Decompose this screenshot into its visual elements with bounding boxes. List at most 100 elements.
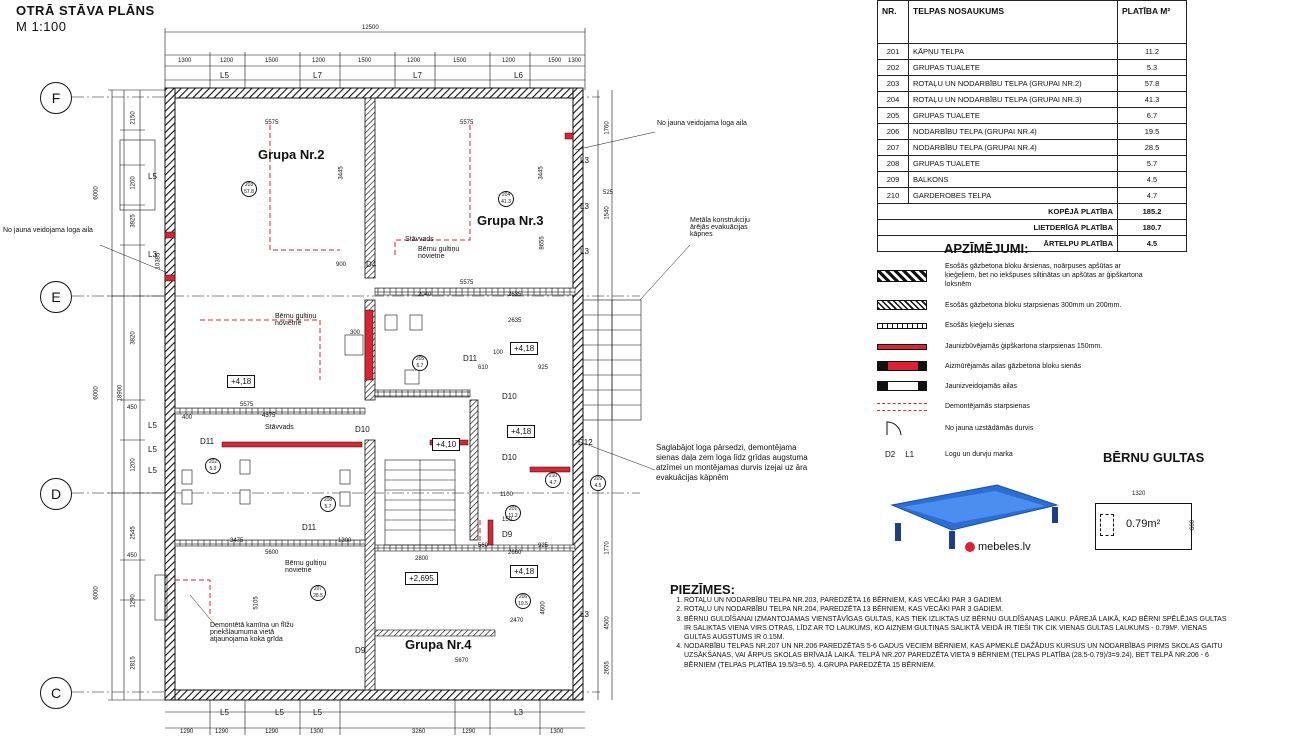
window-mark-right: L3	[580, 202, 589, 211]
inner-dim: 560	[478, 543, 489, 549]
door-mark: D11	[200, 437, 215, 446]
bottom-dim: 1290	[215, 729, 229, 735]
top-dim: 1200	[407, 58, 421, 64]
left-dim: 6000	[93, 386, 100, 400]
left-dim: 6000	[93, 586, 100, 600]
grid-axis-c: C	[40, 677, 72, 709]
right-dim: 525	[603, 190, 614, 196]
inner-dim: 2470	[510, 618, 524, 624]
door-mark: D9	[502, 530, 513, 539]
inner-dim: 925	[538, 543, 549, 549]
window-mark-left: L3	[148, 250, 157, 259]
notes-block: PIEZĪMES: ROTAĻU UN NODARBĪBU TELPA NR.2…	[670, 582, 1230, 670]
inner-dim: 1300	[338, 538, 352, 544]
window-mark-right: L3	[580, 156, 589, 165]
inner-dim: 2040	[418, 292, 432, 298]
left-dim: 18900	[117, 384, 124, 402]
floor-plan	[72, 28, 691, 735]
top-dim: 1300	[178, 58, 192, 64]
inner-dim: 2800	[415, 556, 429, 562]
window-mark-left: L5	[148, 466, 157, 475]
inner-dim: 5600	[265, 550, 279, 556]
inner-dim: 4375	[262, 413, 276, 419]
inner-dim: 925	[538, 365, 549, 371]
annotation-bed-area: Bērnu gultiņu novietne	[285, 560, 327, 574]
annotation-bed-area: Bērnu gultiņu novietne	[275, 313, 317, 327]
table-header: PLATĪBA M²	[1117, 0, 1187, 44]
level-mark: +2,695	[405, 572, 438, 585]
window-mark: L7	[413, 71, 422, 80]
grid-axis-d: D	[40, 478, 72, 510]
legend-item: Esošās gāzbetona bloku ārsienas, noārpus…	[877, 262, 1145, 289]
beds-title: BĒRNU GULTAS	[1103, 450, 1205, 465]
left-dim: 3820	[130, 331, 137, 345]
door-mark: D10	[355, 425, 370, 434]
inner-dim: 150	[502, 517, 513, 523]
level-mark: +4,18	[510, 565, 539, 578]
legend-swatch	[877, 322, 927, 329]
inner-dim: 100	[493, 350, 504, 356]
inner-dim: 5670	[455, 658, 469, 664]
bottom-dim: 1300	[550, 729, 564, 735]
grid-axis-e: E	[40, 281, 72, 313]
window-mark: L5	[220, 708, 229, 717]
legend-title: APZĪMĒJUMI:	[944, 241, 1029, 256]
legend-item: Demontējamās starpsienas	[877, 402, 1145, 411]
door-mark: D11	[302, 523, 317, 532]
bottom-dim: 3260	[412, 729, 426, 735]
brand-icon	[965, 542, 975, 552]
annotation-stavvads: Stāvvads	[405, 236, 434, 243]
legend-swatch	[877, 381, 927, 391]
left-dim: 1200	[130, 458, 137, 472]
door-swing-icon	[886, 421, 902, 436]
annotation-stavvads: Stāvvads	[265, 424, 294, 431]
level-mark: +4,18	[510, 342, 539, 355]
left-dim: 2150	[130, 111, 137, 125]
bed-outline: 0.79m²	[1095, 503, 1192, 550]
inner-dim: 1100	[500, 492, 513, 498]
level-mark: +4,18	[507, 425, 536, 438]
legend-item: No jauna uzstādāmās durvis	[877, 420, 1145, 436]
note-item: ROTAĻU UN NODARBĪBU TELPA NR.204, PAREDZ…	[684, 605, 1230, 614]
inner-dim: 900	[336, 262, 347, 268]
window-mark: L5	[313, 708, 322, 717]
legend-swatch	[877, 269, 927, 282]
annotation-lintel: Saglabājot loga pārsedzi, demontējama si…	[656, 443, 808, 482]
left-dim: 1200	[130, 176, 137, 190]
note-item: ROTAĻU UN NODARBĪBU TELPA NR.203, PAREDZ…	[684, 596, 1230, 605]
inner-dim: 5575	[460, 120, 474, 126]
annotation-new-window-right: No jauna veidojama loga aila	[657, 120, 747, 127]
plan-title: OTRĀ STĀVA PLĀNS	[16, 3, 155, 18]
inner-dim: 2660	[508, 550, 522, 556]
note-item: BĒRNU GULDĪŠANAI IZMANTOJAMAS VIENSTĀVĪG…	[684, 615, 1230, 643]
table-header: TELPAS NOSAUKUMS	[908, 0, 1118, 44]
left-dim: 450	[127, 405, 138, 411]
notes-title: PIEZĪMES:	[670, 582, 736, 597]
right-dim: 1770	[604, 541, 611, 555]
inner-dim: 5575	[265, 120, 279, 126]
legend-swatch	[877, 300, 927, 310]
inner-dim: 3445	[338, 166, 345, 180]
right-dim: 1760	[604, 121, 611, 135]
window-mark-left: L5	[148, 421, 157, 430]
door-mark: D10	[502, 453, 517, 462]
legend-item: Esošās ķieģeļu sienas	[877, 321, 1145, 330]
bottom-dim: 1290	[180, 729, 194, 735]
legend-swatch	[877, 361, 927, 371]
bottom-dim: 1290	[265, 729, 279, 735]
inner-dim: 3475	[230, 538, 244, 544]
room-title-group-4: Grupa Nr.4	[405, 637, 472, 652]
